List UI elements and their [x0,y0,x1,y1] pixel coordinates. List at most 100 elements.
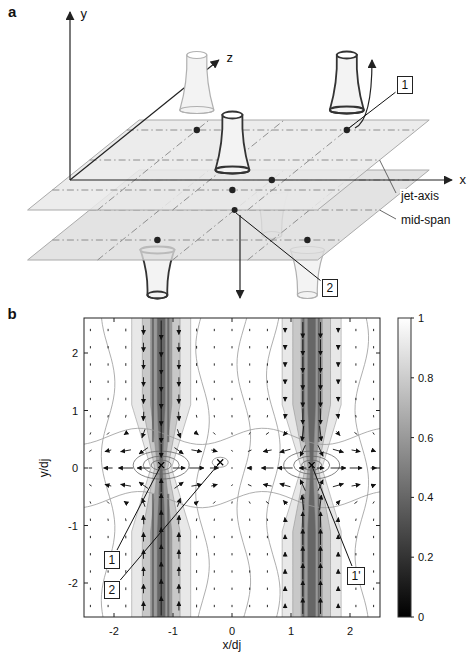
velocity-vector [90,570,91,572]
velocity-vector [249,570,250,572]
leader-line [312,465,352,566]
velocity-vector [124,501,128,504]
leader-line [117,465,161,550]
velocity-vector [320,495,322,510]
plot-field [84,318,380,617]
velocity-vector [320,581,321,597]
contour-line [267,318,281,617]
velocity-vector [143,343,144,352]
mid-span-point [232,207,238,213]
tick-mark [411,318,414,319]
velocity-vector [139,448,148,454]
tick-mark [114,613,115,617]
tick-label: 1 [287,624,295,638]
velocity-vector [108,346,109,348]
velocity-vector [178,360,179,369]
velocity-vector [125,380,126,383]
velocity-vector [211,450,217,452]
velocity-vector [125,398,126,401]
velocity-vector [249,381,250,383]
velocity-vector [373,588,374,590]
tick-label: 0.4 [417,490,434,504]
velocity-vector [320,598,321,614]
velocity-vector [108,329,109,331]
velocity-vector [267,519,268,521]
velocity-vector [232,346,233,348]
jet-band [142,318,180,617]
velocity-vector [125,518,127,521]
panel-letter: b [7,307,18,321]
velocity-vector [355,415,356,417]
velocity-vector [196,570,197,573]
velocity-vector [161,444,162,457]
callout-number: 2 [327,280,334,296]
velocity-vector [195,432,198,435]
velocity-vector [285,587,286,591]
contour-line [237,318,251,617]
velocity-vector [89,484,91,486]
velocity-vector [285,397,286,401]
velocity-vector [161,579,162,598]
tick-mark [411,377,414,378]
tick-mark [411,497,414,498]
velocity-vector [373,398,374,400]
velocity-vector [214,329,215,331]
velocity-vector [231,398,232,400]
tick-mark [173,613,174,617]
velocity-vector [267,588,268,590]
velocity-vector [299,468,306,469]
velocity-vector [302,322,303,338]
velocity-vector [90,398,91,400]
velocity-vector [333,449,344,452]
velocity-vector [285,569,286,573]
velocity-vector [178,601,179,610]
velocity-vector [90,381,91,383]
jet-streak [167,318,169,442]
velocity-vector [125,605,126,608]
velocity-vector [320,374,321,390]
panel-letter: a [7,5,17,19]
tick-label: 0 [71,461,79,475]
velocity-vector [178,343,179,352]
velocity-vector [196,363,197,366]
plane-label: jet-axis [400,189,440,203]
velocity-vector [196,587,197,590]
velocity-vector [108,536,109,538]
velocity-vector [196,536,197,539]
tick-mark [114,318,115,322]
jet-band [132,318,191,617]
velocity-vector [232,329,233,331]
velocity-vector [231,415,232,417]
velocity-vector [355,553,356,555]
velocity-vector [143,360,144,369]
tick-label: 0 [417,610,425,624]
velocity-vector [178,584,179,593]
colorbar [398,318,411,617]
velocity-vector [232,588,233,590]
jet-axis-point [229,187,235,193]
velocity-vector [231,468,233,469]
velocity-vector [196,553,197,556]
nozzle-rim [215,167,249,174]
velocity-vector [302,581,303,597]
velocity-vector [331,468,346,469]
velocity-vector [302,339,303,355]
mid-span-point [269,177,275,183]
nozzle-rim [297,292,317,299]
velocity-vector [355,588,356,590]
velocity-vector [178,325,179,334]
tick-mark [84,468,88,469]
axis-title: x/dj [222,638,243,652]
velocity-vector [189,468,204,469]
velocity-vector [214,536,215,538]
velocity-vector [249,415,250,417]
velocity-vector [249,363,250,365]
callout-box: 1 [397,76,414,94]
velocity-vector [302,357,303,373]
velocity-vector [161,545,162,564]
axis-name: y [80,7,89,21]
velocity-vector [248,450,252,452]
jet-streak [318,494,320,617]
velocity-vector [178,412,179,421]
velocity-vector [108,398,109,400]
